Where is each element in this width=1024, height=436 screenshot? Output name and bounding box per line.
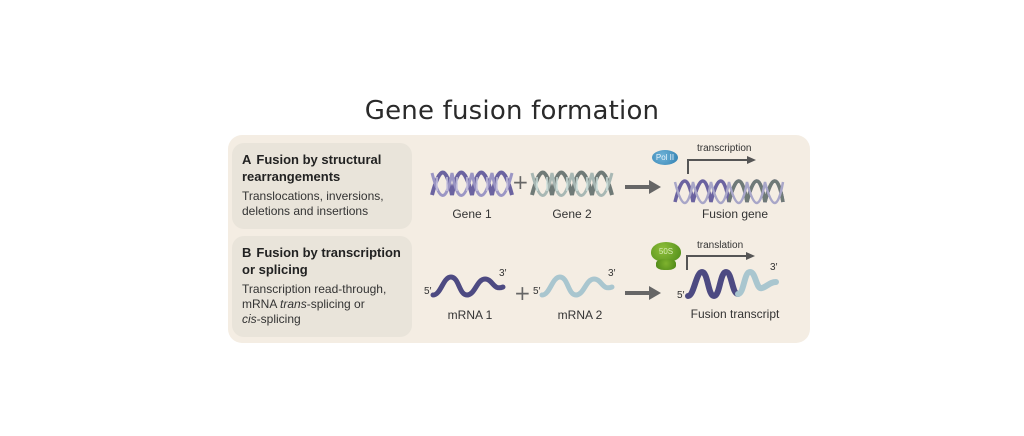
mrna1-label: mRNA 1 (447, 308, 493, 322)
figure-title: Gene fusion formation (364, 96, 660, 126)
gene1-dna-helix-icon (430, 170, 514, 197)
mrna1-strand-icon (430, 274, 506, 298)
plus-sign-a: + (512, 170, 529, 194)
fusion-gene-label: Fusion gene (701, 207, 769, 221)
description-b: Transcription read-through, mRNA trans-s… (242, 282, 387, 326)
fusion-transcript-label: Fusion transcript (690, 307, 780, 321)
translation-arrow-icon (686, 252, 755, 270)
ribosome-50s-icon: 50S (651, 242, 681, 262)
fusion-gene-dna-helix-icon (673, 179, 785, 205)
gene1-label: Gene 1 (452, 207, 492, 221)
ribosome-small-subunit-icon (656, 259, 676, 270)
mrna2-label: mRNA 2 (557, 308, 603, 322)
mrna2-five-prime: 5′ (533, 286, 541, 297)
pol-ii-badge: Pol II (652, 150, 678, 165)
letter-b: B (242, 245, 252, 260)
gene2-label: Gene 2 (552, 207, 592, 221)
mrna1-three-prime: 3′ (499, 268, 507, 279)
mrna1-five-prime: 5′ (424, 286, 432, 297)
description-a: Translocations, inversions, deletions an… (242, 189, 384, 218)
arrow-right-icon-a (625, 180, 661, 194)
mrna2-strand-icon (539, 274, 615, 298)
transcription-arrow-icon (687, 156, 756, 174)
translation-label: translation (697, 240, 744, 251)
fusion-five-prime: 5′ (677, 290, 685, 301)
fusion-three-prime: 3′ (770, 262, 778, 273)
letter-a: A (242, 152, 252, 167)
mrna2-three-prime: 3′ (608, 268, 616, 279)
transcription-label: transcription (697, 143, 752, 154)
gene2-dna-helix-icon (530, 170, 614, 197)
fusion-transcript-strand-icon (685, 268, 779, 300)
plus-sign-b: + (514, 281, 531, 305)
arrow-right-icon-b (625, 286, 661, 300)
